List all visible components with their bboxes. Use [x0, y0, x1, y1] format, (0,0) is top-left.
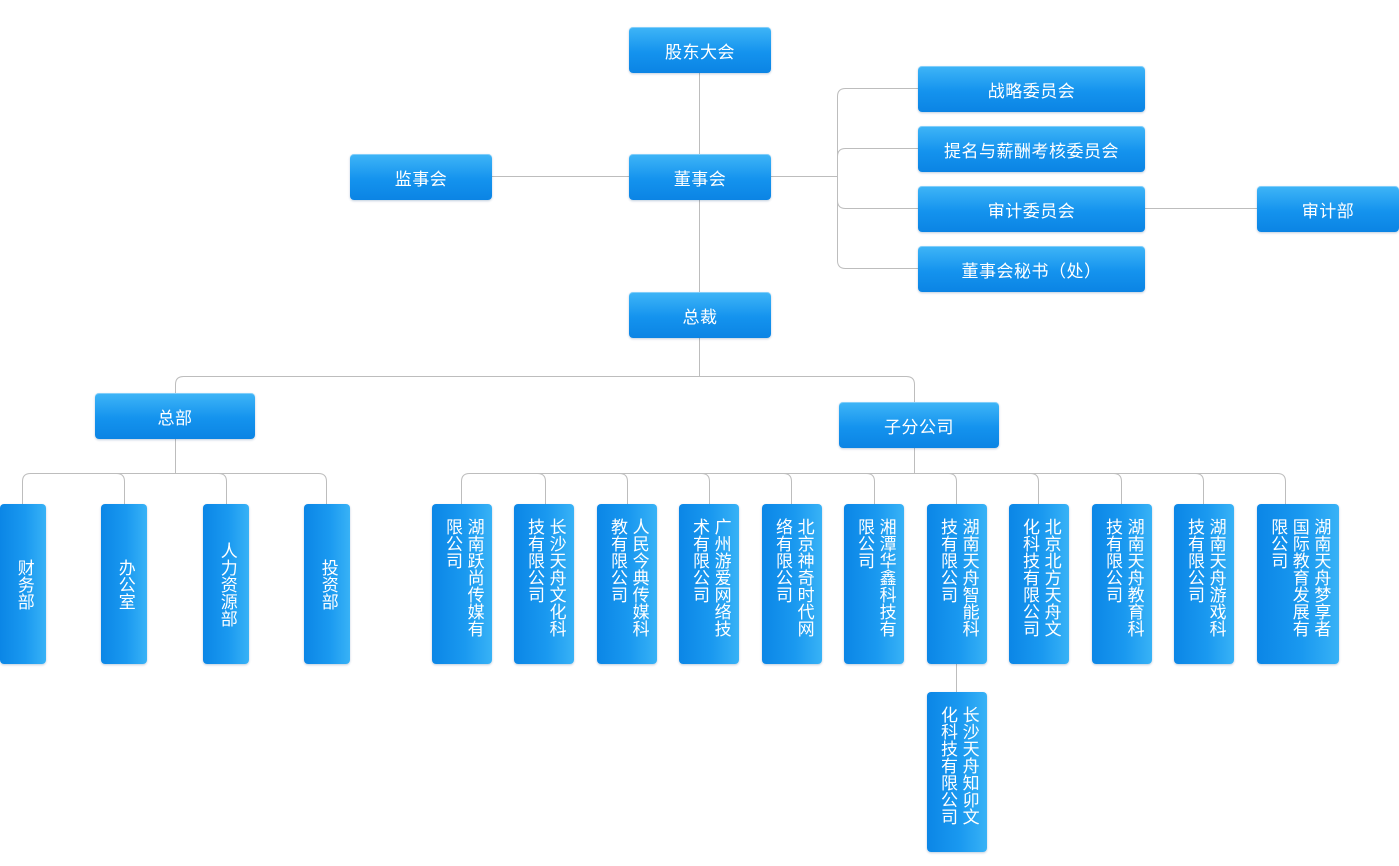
line-to-hr: [218, 473, 227, 505]
node-board-secretary: 董事会秘书（处）: [918, 246, 1145, 292]
node-subsidiaries: 子分公司: [839, 402, 999, 448]
node-headquarters: 总部: [95, 393, 255, 439]
line-subsidiaries-branch: [461, 473, 1286, 505]
node-company-youai: 广州游爱网络技术有限公司: [679, 504, 739, 664]
node-audit-committee: 审计委员会: [918, 186, 1145, 232]
node-office: 办公室: [101, 504, 147, 664]
line-to-company-2: [537, 473, 546, 505]
node-company-beifang: 北京北方天舟文化科技有限公司: [1009, 504, 1069, 664]
node-investment-dept: 投资部: [304, 504, 350, 664]
line-to-company-6: [866, 473, 875, 505]
line-hq-branch: [22, 473, 327, 505]
node-nomination-committee: 提名与薪酬考核委员会: [918, 126, 1145, 172]
line-to-office: [116, 473, 125, 505]
line-to-audit-committee: [837, 200, 919, 209]
node-company-zhineng: 湖南天舟智能科技有限公司: [927, 504, 987, 664]
node-company-wenhua: 长沙天舟文化科技有限公司: [514, 504, 574, 664]
node-company-jinjiao: 人民今典传媒科教有限公司: [597, 504, 657, 664]
node-company-youxi: 湖南天舟游戏科技有限公司: [1174, 504, 1234, 664]
line-to-company-8: [1030, 473, 1039, 505]
node-president: 总裁: [629, 292, 771, 338]
node-supervisory-board: 监事会: [350, 154, 492, 200]
node-shareholders-meeting: 股东大会: [629, 27, 771, 73]
line-president-branch: [175, 376, 915, 403]
line-to-nomination: [837, 148, 919, 157]
line-to-company-7: [948, 473, 957, 505]
node-audit-department: 审计部: [1257, 186, 1399, 232]
node-finance-dept: 财务部: [0, 504, 46, 664]
line-to-company-4: [701, 473, 710, 505]
node-company-zhimao: 长沙天舟知卯文化科技有限公司: [927, 692, 987, 852]
node-company-jiaoyu: 湖南天舟教育科技有限公司: [1092, 504, 1152, 664]
node-company-yueshang: 湖南跃尚传媒有限公司: [432, 504, 492, 664]
node-company-mengxiang: 湖南天舟梦享者国际教育发展有限公司: [1257, 504, 1339, 664]
node-board-of-directors: 董事会: [629, 154, 771, 200]
line-to-company-3: [619, 473, 628, 505]
line-to-company-10: [1195, 473, 1204, 505]
node-company-huaxin: 湘潭华鑫科技有限公司: [844, 504, 904, 664]
line-committees-bracket: [837, 88, 919, 269]
node-strategy-committee: 战略委员会: [918, 66, 1145, 112]
node-company-shenqi: 北京神奇时代网络有限公司: [762, 504, 822, 664]
line-to-company-9: [1113, 473, 1122, 505]
line-to-company-5: [783, 473, 792, 505]
node-hr-dept: 人力资源部: [203, 504, 249, 664]
